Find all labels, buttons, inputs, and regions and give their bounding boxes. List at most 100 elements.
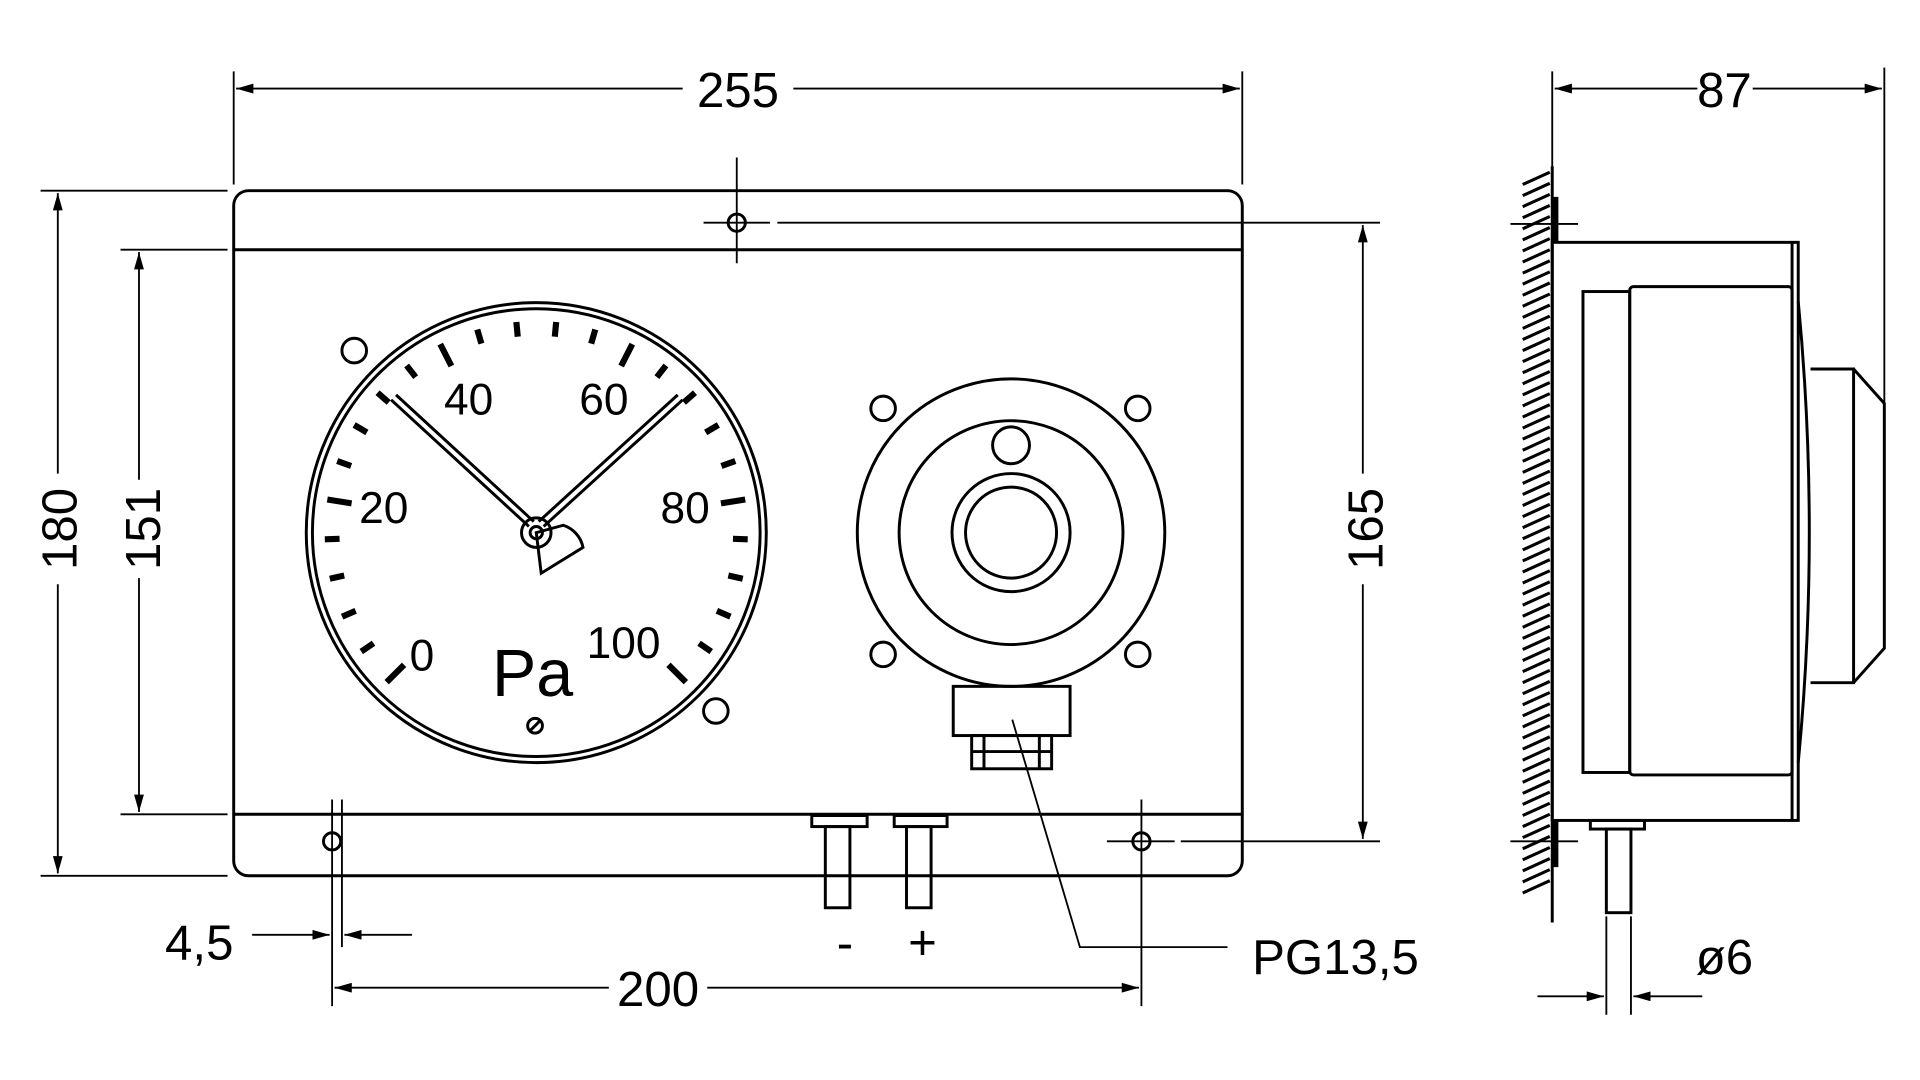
dim-mount-horizontal: 200 bbox=[617, 962, 699, 1017]
hatch-line bbox=[1522, 857, 1551, 873]
scale-label-100: 100 bbox=[587, 619, 661, 668]
needle-hub-sector bbox=[534, 523, 585, 576]
gauge-screw-hole bbox=[702, 697, 730, 725]
gauge-tick bbox=[340, 607, 357, 620]
pressure-ports: - + bbox=[810, 814, 949, 970]
gauge-bezel bbox=[304, 301, 768, 765]
hatch-line bbox=[1522, 812, 1551, 828]
hatch-line bbox=[1522, 425, 1551, 441]
gauge-tick bbox=[704, 422, 720, 436]
hatch-line bbox=[1522, 314, 1551, 330]
gauge-tick bbox=[474, 328, 485, 345]
hatch-line bbox=[1522, 624, 1551, 640]
hatch-line bbox=[1522, 823, 1551, 840]
hatch-line bbox=[1522, 281, 1551, 297]
hatch-line bbox=[1522, 458, 1551, 474]
gauge-tick bbox=[359, 640, 376, 655]
hatch-line bbox=[1522, 215, 1551, 231]
hatch-line bbox=[1522, 403, 1551, 419]
hatch-line bbox=[1522, 204, 1551, 220]
gauge-ticks bbox=[324, 321, 748, 685]
hatch-line bbox=[1522, 270, 1551, 286]
port-plus-label: + bbox=[908, 915, 937, 970]
hatch-line bbox=[1522, 447, 1551, 463]
scale-label-0: 0 bbox=[410, 631, 435, 680]
gauge-tick bbox=[681, 390, 697, 405]
hatch-line bbox=[1522, 248, 1551, 264]
hatch-line bbox=[1522, 536, 1551, 552]
cable-gland-label: PG13,5 bbox=[1252, 930, 1419, 985]
dim-inner-height: 151 bbox=[116, 488, 171, 570]
gauge-tick bbox=[336, 458, 353, 469]
hatch-line bbox=[1522, 192, 1551, 209]
dim-height: 180 bbox=[32, 488, 87, 570]
hatch-line bbox=[1522, 779, 1551, 795]
hatch-line bbox=[1522, 668, 1551, 685]
hatch-line bbox=[1522, 392, 1551, 408]
hatch-line bbox=[1522, 480, 1551, 496]
setpoint-knob[interactable] bbox=[950, 472, 1072, 594]
hatch-line bbox=[1522, 646, 1551, 662]
zero-adjust-screw[interactable] bbox=[526, 716, 544, 735]
hatch-line bbox=[1522, 713, 1551, 729]
dim-mount-vertical: 165 bbox=[1338, 488, 1393, 570]
hatch-line bbox=[1522, 325, 1551, 341]
knob-indicator bbox=[991, 425, 1031, 466]
hatch-line bbox=[1522, 491, 1551, 507]
hatch-line bbox=[1522, 170, 1551, 186]
hatch-line bbox=[1522, 558, 1551, 574]
hatch-line bbox=[1522, 746, 1551, 762]
gauge-tick bbox=[326, 496, 353, 507]
hatch-line bbox=[1522, 370, 1551, 386]
hatch-line bbox=[1522, 835, 1551, 851]
side-view: 87 ø6 bbox=[1510, 63, 1886, 1015]
hatch-line bbox=[1522, 879, 1551, 895]
hatch-line bbox=[1522, 735, 1551, 751]
hatch-line bbox=[1522, 635, 1551, 651]
switch-screw-hole bbox=[869, 640, 897, 669]
hatch-line bbox=[1522, 790, 1551, 806]
hatch-line bbox=[1522, 613, 1551, 629]
wall-hatching bbox=[1522, 170, 1551, 895]
gauge-tick bbox=[352, 422, 369, 436]
gauge-tick bbox=[654, 363, 669, 380]
scale-label-60: 60 bbox=[579, 376, 628, 425]
gauge-tick bbox=[551, 321, 560, 337]
hatch-line bbox=[1522, 259, 1551, 275]
side-port bbox=[1604, 827, 1633, 915]
needle-hub-center bbox=[528, 524, 544, 541]
switch-screw-hole bbox=[1123, 640, 1152, 669]
hatch-line bbox=[1522, 514, 1551, 530]
gauge-tick bbox=[697, 640, 713, 655]
needle-pointer bbox=[390, 393, 535, 528]
switch-screw-hole bbox=[869, 394, 897, 423]
hatch-line bbox=[1522, 436, 1551, 452]
gauge-tick bbox=[727, 572, 744, 582]
hatch-line bbox=[1522, 469, 1551, 485]
gauge-tick bbox=[588, 328, 599, 345]
front-view: 0 20 40 60 80 100 Pa bbox=[232, 157, 1244, 1007]
hatch-line bbox=[1522, 237, 1551, 253]
switch-body bbox=[855, 377, 1167, 688]
hatch-line bbox=[1522, 381, 1551, 397]
gauge-screw-hole bbox=[340, 336, 369, 365]
dim-depth: 87 bbox=[1697, 63, 1752, 118]
gauge-tick bbox=[384, 662, 407, 685]
scale-label-20: 20 bbox=[359, 484, 408, 533]
housing-side bbox=[1550, 240, 1800, 822]
gauge-tick bbox=[715, 607, 732, 620]
scale-label-40: 40 bbox=[444, 376, 493, 425]
dim-width: 255 bbox=[697, 63, 779, 118]
cable-gland bbox=[951, 684, 1072, 771]
dim-pin-diameter: ø6 bbox=[1696, 930, 1753, 985]
gauge-tick bbox=[329, 572, 345, 582]
hatch-line bbox=[1522, 569, 1551, 585]
hatch-line bbox=[1522, 846, 1551, 862]
gauge-tick bbox=[375, 390, 391, 405]
dim-hole: 4,5 bbox=[165, 915, 233, 970]
port-minus-label: - bbox=[837, 915, 853, 970]
port-plus bbox=[905, 825, 933, 910]
hatch-line bbox=[1522, 414, 1551, 430]
gauge-tick bbox=[437, 342, 455, 368]
